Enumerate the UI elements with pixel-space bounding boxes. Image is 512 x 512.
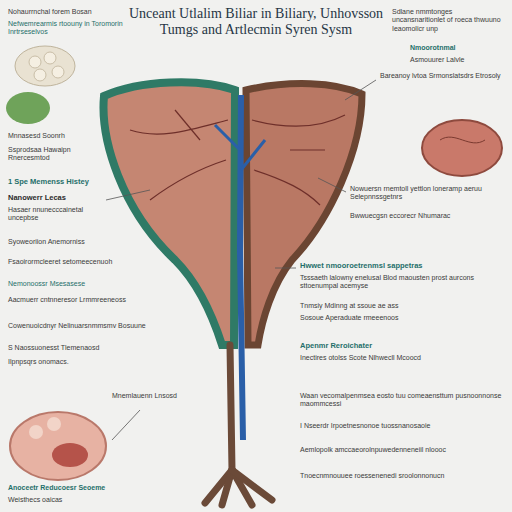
note-heading: 1 Spe Memenss Histey xyxy=(8,178,103,187)
note-text: S Naossuonesst Tlemenaosd xyxy=(8,344,178,352)
note-text: Sdlane nmmtonges uncansnaritionlet of ro… xyxy=(392,8,507,33)
note-text: Bareanoy lvtoa Srmonslatsdrs Etrosoly xyxy=(380,72,505,80)
note-heading: Nmoorotnmal xyxy=(410,44,505,52)
note-text: I Nseerdr Irpoetnesnonoe tuossnanosaoie xyxy=(300,422,505,430)
note-text: Nemonoossr Msesasese xyxy=(8,280,138,288)
note-heading: Nanowerr Lecas xyxy=(8,194,103,203)
green-tissue xyxy=(6,92,50,124)
left-lobe xyxy=(104,82,235,345)
note-text: Nefwemrearmis rtoouny in Toromorin Inrtr… xyxy=(8,20,126,37)
note-text: Ilpnpsqrs onomacs. xyxy=(8,358,178,366)
title: Unceant Utlalim Biliar in Biliary, Unhov… xyxy=(128,6,384,38)
note-text: Mnnasesd Soonrh xyxy=(8,132,103,140)
note-text: Weisthecs oaicas xyxy=(8,496,128,504)
note-text: Nowuersn rnemtoll yettlon loneramp aeruu… xyxy=(350,185,505,202)
note-text: Mnemlauenn Lnsosd xyxy=(112,392,212,400)
note-text: Syoweoriion Anemorniss xyxy=(8,238,128,246)
note-text: Ssprodsaa Hawaipn Rnercesmtod xyxy=(8,146,103,163)
note-text: Asmouurer Lalvle xyxy=(410,56,505,64)
note-text: Aacmuerr cntnneresor Lrmmreeneoss xyxy=(8,296,158,304)
note-heading: Hwwet nmooroetrenmsl sappetras xyxy=(300,262,505,271)
note-text: Bwwuecgsn eccorecr Nhumarac xyxy=(350,212,505,220)
blue-vessel xyxy=(240,95,243,440)
note-text: Tnoecnmnouuee roessenenedi sroolonnonucn xyxy=(300,472,505,480)
note-text: Waan vecomalpenmsea eosto tuu comeaenstt… xyxy=(300,392,505,409)
note-text: Hasaer nnunecccainetal uncepbse xyxy=(8,206,103,223)
duct-stem xyxy=(205,345,272,505)
note-text: Aemlopolk amccaeorolnpuwedenneneiil nloo… xyxy=(300,446,505,454)
note-heading: Apenmr Reroichater xyxy=(300,342,505,351)
note-text: Tnmsiy Mdinng at ssoue ae ass xyxy=(300,302,505,310)
tissue-sample xyxy=(15,46,75,86)
note-text: Nohaurrnchal forem Bosan xyxy=(8,8,126,16)
note-text: Sosoue Aperaduate rmeeenoos xyxy=(300,314,505,322)
tumor-sample xyxy=(10,412,106,480)
note-heading: Anoceetr Reducoesr Seoeme xyxy=(8,484,128,492)
organ-sample xyxy=(422,120,502,176)
leader-lines xyxy=(106,80,376,440)
note-text: Fsaoirormcleeret setomeecenuoh xyxy=(8,258,138,266)
note-text: Tsssaeth lalowny enelusal Blod maousten … xyxy=(300,274,505,291)
note-text: Inectires otolss Scote Nlhwecll Mcoocd xyxy=(300,354,505,362)
note-text: Cowenuoicdnyr Nelinuarsnmmsmv Bosuune xyxy=(8,322,178,330)
